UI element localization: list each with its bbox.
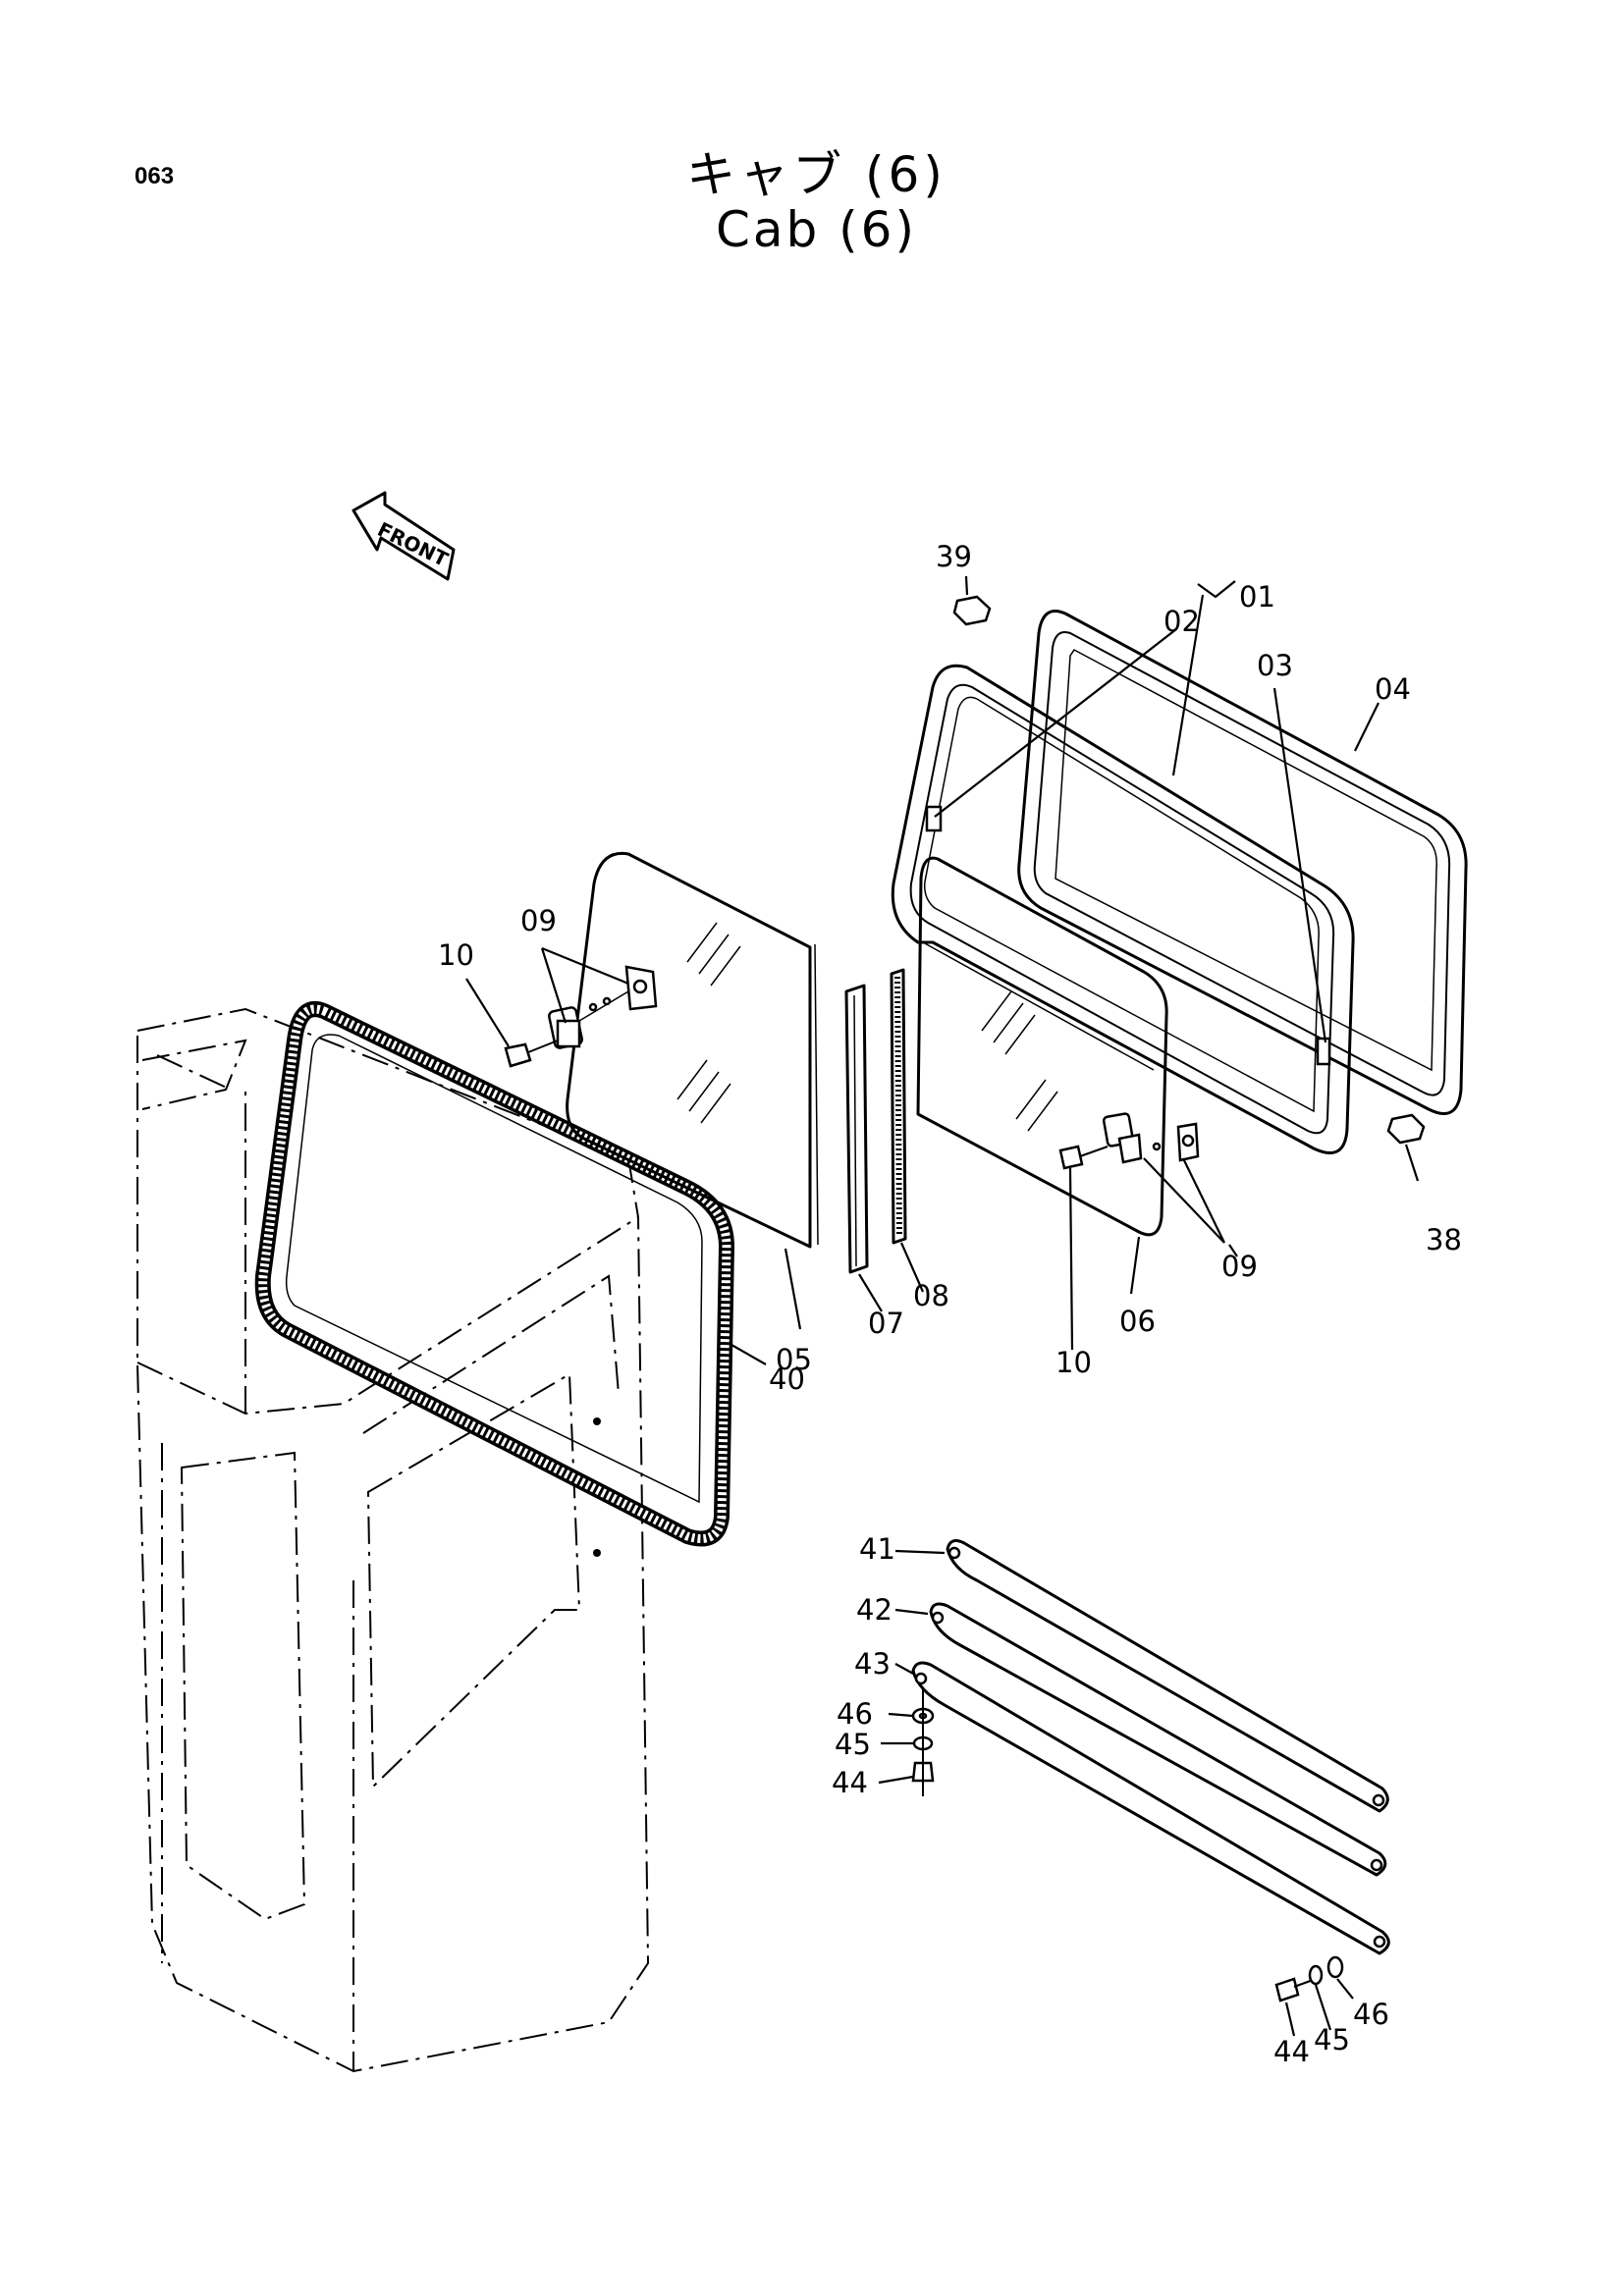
callout-43: 43 xyxy=(854,1647,891,1681)
callout-45-left: 45 xyxy=(835,1728,871,1761)
callout-02: 02 xyxy=(1163,605,1200,638)
callout-03: 03 xyxy=(1257,649,1293,682)
part-09-latch-left xyxy=(548,965,658,1049)
callout-01: 01 xyxy=(1239,580,1275,614)
part-38-stopper xyxy=(1386,1113,1426,1145)
part-05-glass-pane xyxy=(566,851,819,1249)
part-02-clip xyxy=(925,805,943,832)
part-08-brush-seal xyxy=(890,968,907,1245)
callout-41: 41 xyxy=(859,1532,895,1566)
callout-42: 42 xyxy=(856,1593,893,1627)
page-code: 063 xyxy=(135,163,175,189)
callout-09-left: 09 xyxy=(520,904,557,937)
part-43-stay-bar xyxy=(911,1661,1390,1955)
part-01-sash-frame xyxy=(891,664,1355,1154)
part-07-guide-rail xyxy=(844,984,869,1274)
part-40-weatherstrip xyxy=(254,1001,735,1547)
part-03-clip xyxy=(1316,1037,1331,1066)
part-39-stopper xyxy=(952,595,992,626)
part-04-outer-frame xyxy=(1017,610,1468,1115)
callout-39: 39 xyxy=(936,540,972,573)
part-10-bolt-right xyxy=(1058,1145,1109,1170)
callout-08: 08 xyxy=(913,1279,949,1312)
callout-10-right: 10 xyxy=(1055,1346,1092,1379)
callout-45-right: 45 xyxy=(1314,2023,1350,2056)
part-41-stay-bar xyxy=(946,1539,1389,1813)
front-arrow-icon: FRONT xyxy=(352,491,456,581)
callout-46-right: 46 xyxy=(1353,1998,1389,2031)
callout-46-left: 46 xyxy=(837,1697,873,1731)
front-label: FRONT xyxy=(374,517,453,571)
callout-10-left: 10 xyxy=(438,938,474,972)
cab-body-outline xyxy=(136,1007,650,2073)
callout-05: 05 xyxy=(776,1343,812,1376)
callout-40: 40 xyxy=(769,1362,805,1396)
part-42-stay-bar xyxy=(929,1602,1387,1877)
callout-07: 07 xyxy=(868,1307,904,1340)
callout-44-right: 44 xyxy=(1273,2035,1310,2068)
part-09-latch-right xyxy=(1102,1112,1200,1164)
leader-lines xyxy=(465,575,1420,2037)
fastener-stack-left xyxy=(911,1688,935,1796)
part-10-bolt-left xyxy=(504,1040,559,1068)
fastener-stack-right xyxy=(1274,1955,1344,2002)
callout-labels: 01 02 03 04 05 06 07 08 09 09 10 10 38 3… xyxy=(438,540,1462,2068)
callout-04: 04 xyxy=(1375,672,1411,706)
callout-44-left: 44 xyxy=(832,1766,868,1799)
callout-38: 38 xyxy=(1426,1223,1462,1256)
part-06-sliding-glass xyxy=(916,856,1168,1237)
title-japanese: キャブ (6) xyxy=(686,146,947,203)
callout-09-right: 09 xyxy=(1221,1250,1258,1283)
title-english: Cab (6) xyxy=(715,201,917,258)
callout-06: 06 xyxy=(1119,1305,1156,1338)
